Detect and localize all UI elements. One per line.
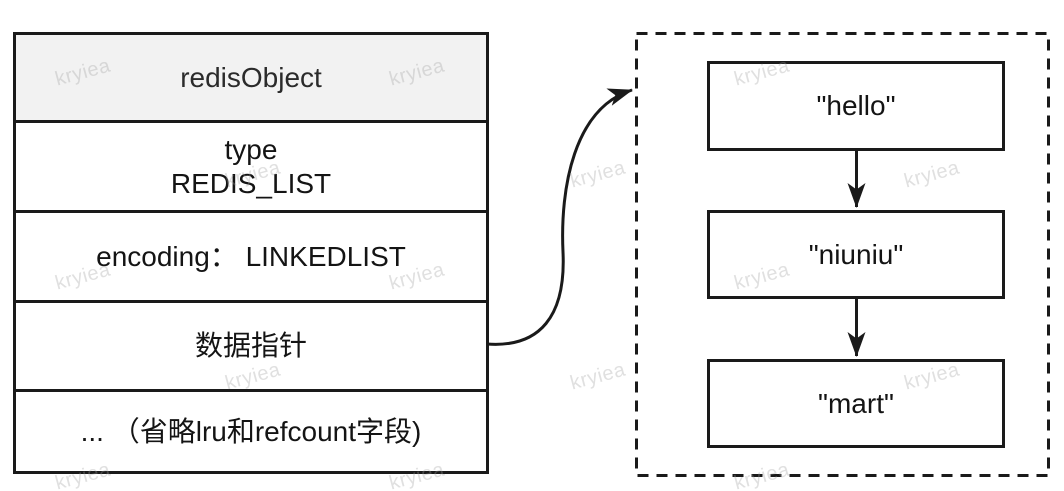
table-row-data-pointer: 数据指针 <box>16 300 486 389</box>
data-pointer-arrow <box>486 88 633 346</box>
table-header-redisobject: redisObject <box>16 35 486 120</box>
table-row-encoding: encoding： LINKEDLIST <box>16 210 486 300</box>
node-mart-label: "mart" <box>818 387 894 419</box>
watermark-text: kryiea <box>567 358 628 395</box>
watermark-text: kryiea <box>731 458 792 491</box>
type-value: REDIS_LIST <box>170 167 332 199</box>
data-pointer-label: 数据指针 <box>194 330 307 362</box>
list-node-hello: "hello" <box>707 61 1005 151</box>
list-node-niuniu: "niuniu" <box>707 210 1005 299</box>
node-hello-label: "hello" <box>816 90 896 121</box>
type-label: type <box>224 133 278 165</box>
watermark-text: kryiea <box>567 156 628 193</box>
node-niuniu-label: "niuniu" <box>808 238 904 270</box>
encoding-label: encoding： LINKEDLIST <box>96 240 406 272</box>
list-node-mart: "mart" <box>707 359 1005 448</box>
table-row-omitted-fields: ... （省略lru和refcount字段) <box>16 389 486 471</box>
redis-object-table: redisObject type REDIS_LIST encoding： LI… <box>13 32 489 474</box>
redisobject-title: redisObject <box>180 61 322 93</box>
watermark-text: kryiea <box>901 156 962 193</box>
omitted-fields-label: ... （省略lru和refcount字段) <box>80 415 422 447</box>
table-row-type: type REDIS_LIST <box>16 120 486 210</box>
